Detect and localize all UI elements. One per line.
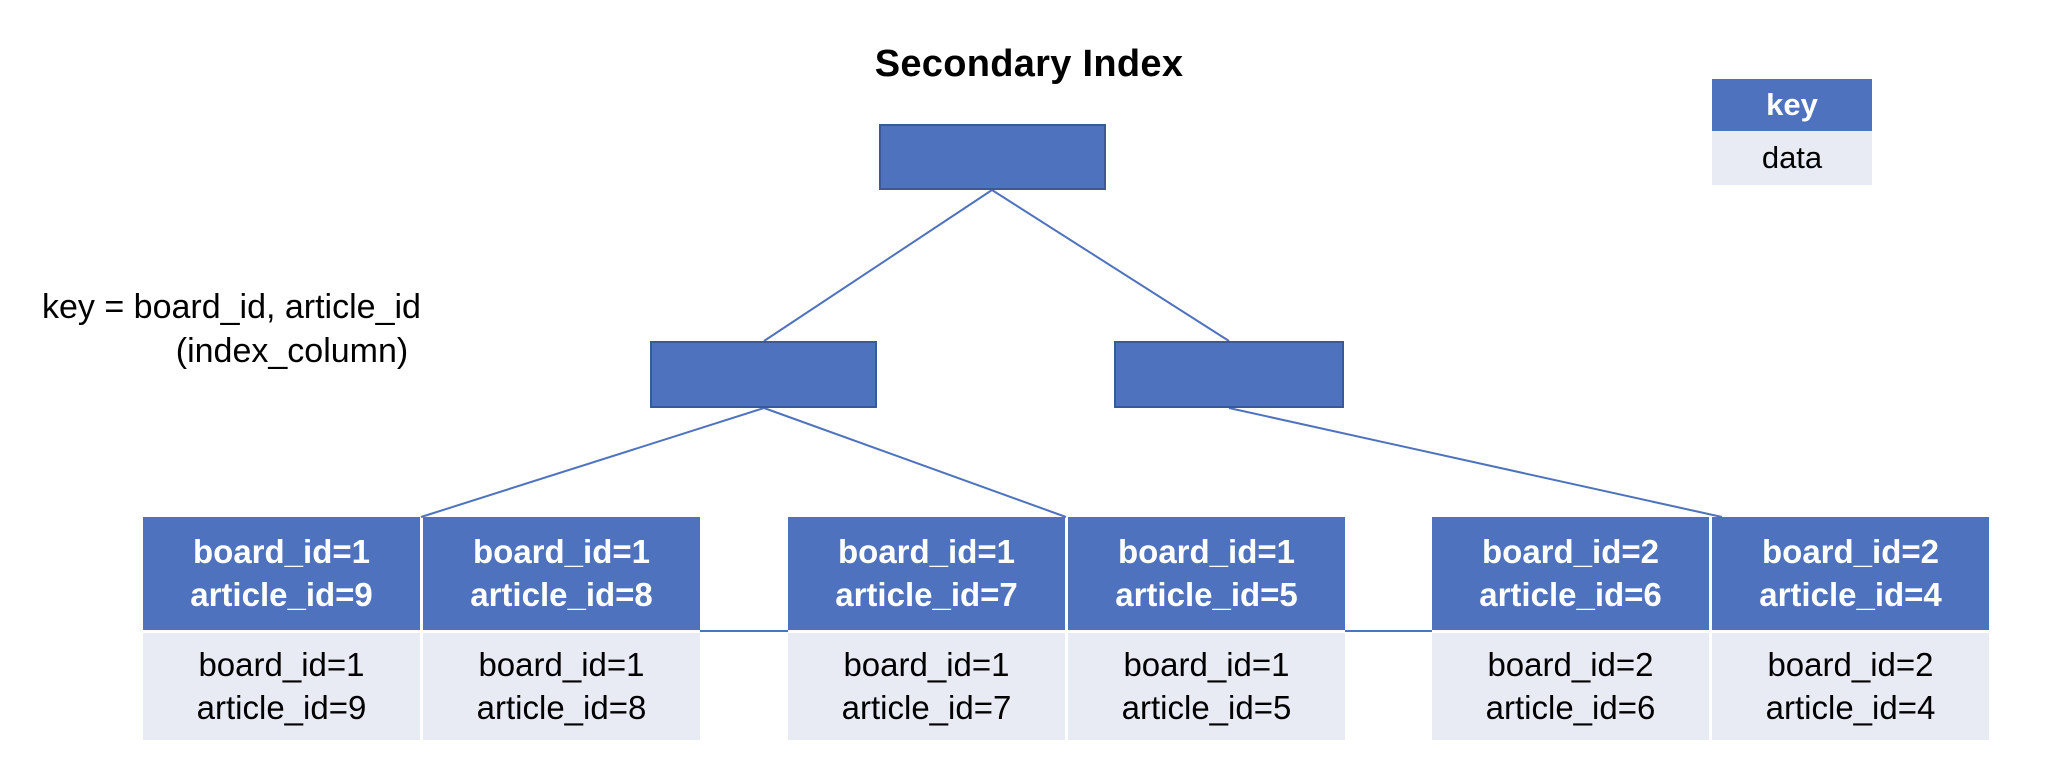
leaf-key-line-2: article_id=7 <box>835 575 1018 613</box>
leaf-key-line-2: article_id=9 <box>190 575 373 613</box>
legend-swatch-data: data <box>1712 131 1872 185</box>
leaf-key-block: board_id=2 article_id=4 <box>1712 517 1989 630</box>
leaf-data-block: board_id=2 article_id=6 <box>1432 633 1709 740</box>
legend-swatch-key: key <box>1712 79 1872 131</box>
leaf-data-line-2: article_id=4 <box>1765 688 1936 726</box>
leaf-key-line-1: board_id=2 <box>1482 532 1659 570</box>
leaf-data-block: board_id=1 article_id=7 <box>788 633 1065 740</box>
leaf-data-line-2: article_id=9 <box>196 688 367 726</box>
leaf-key-block: board_id=1 article_id=5 <box>1068 517 1345 630</box>
leaf-group-2: board_id=1 article_id=7 board_id=1 artic… <box>788 517 1345 740</box>
leaf-data-block: board_id=1 article_id=5 <box>1068 633 1345 740</box>
leaf-data-line-1: board_id=1 <box>843 645 1010 683</box>
leaf-cell[interactable]: board_id=1 article_id=8 board_id=1 artic… <box>423 517 700 740</box>
leaf-key-line-2: article_id=4 <box>1759 575 1942 613</box>
leaf-data-line-2: article_id=6 <box>1485 688 1656 726</box>
page-title: Secondary Index <box>0 43 2058 86</box>
edge-mid1-to-leaf-b <box>763 407 1067 518</box>
leaf-data-block: board_id=1 article_id=9 <box>143 633 420 740</box>
leaf-key-line-1: board_id=1 <box>473 532 650 570</box>
leaf-key-line-2: article_id=5 <box>1115 575 1298 613</box>
leaf-key-line-2: article_id=6 <box>1479 575 1662 613</box>
edge-mid1-to-leaf-a <box>420 407 765 518</box>
leaf-data-line-1: board_id=1 <box>478 645 645 683</box>
leaf-key-line-1: board_id=2 <box>1762 532 1939 570</box>
leaf-key-line-1: board_id=1 <box>193 532 370 570</box>
leaf-cell[interactable]: board_id=1 article_id=9 board_id=1 artic… <box>143 517 420 740</box>
leaf-data-line-1: board_id=1 <box>198 645 365 683</box>
leaf-data-line-2: article_id=7 <box>841 688 1012 726</box>
leaf-cell[interactable]: board_id=1 article_id=5 board_id=1 artic… <box>1068 517 1345 740</box>
leaf-data-line-2: article_id=8 <box>476 688 647 726</box>
leaf-key-line-2: article_id=8 <box>470 575 653 613</box>
key-definition-caption: key = board_id, article_id (index_column… <box>42 286 542 373</box>
caption-line-2: (index_column) <box>175 331 409 370</box>
legend: key data <box>1712 79 1872 185</box>
page-title-text: Secondary Index <box>874 43 1184 85</box>
leaf-key-block: board_id=1 article_id=7 <box>788 517 1065 630</box>
index-node-root[interactable] <box>879 124 1106 190</box>
legend-key-label: key <box>1766 87 1818 122</box>
leaf-data-line-2: article_id=5 <box>1121 688 1292 726</box>
edge-mid2-to-leaf-c <box>1228 407 1723 518</box>
index-node-mid-left[interactable] <box>650 341 877 408</box>
leaf-key-line-1: board_id=1 <box>838 532 1015 570</box>
leaf-key-block: board_id=2 article_id=6 <box>1432 517 1709 630</box>
leaf-data-line-1: board_id=2 <box>1487 645 1654 683</box>
leaf-group-3: board_id=2 article_id=6 board_id=2 artic… <box>1432 517 1989 740</box>
index-node-mid-right[interactable] <box>1114 341 1344 408</box>
leaf-cell[interactable]: board_id=1 article_id=7 board_id=1 artic… <box>788 517 1065 740</box>
legend-data-label: data <box>1761 140 1823 175</box>
leaf-cell[interactable]: board_id=2 article_id=6 board_id=2 artic… <box>1432 517 1709 740</box>
leaf-data-block: board_id=1 article_id=8 <box>423 633 700 740</box>
caption-line-1: key = board_id, article_id <box>42 288 421 326</box>
leaf-key-line-1: board_id=1 <box>1118 532 1295 570</box>
leaf-key-block: board_id=1 article_id=8 <box>423 517 700 630</box>
leaf-cell[interactable]: board_id=2 article_id=4 board_id=2 artic… <box>1712 517 1989 740</box>
edge-root-to-mid-1 <box>763 189 993 342</box>
leaf-data-line-1: board_id=2 <box>1767 645 1934 683</box>
edge-root-to-mid-2 <box>991 189 1230 342</box>
leaf-group-1: board_id=1 article_id=9 board_id=1 artic… <box>143 517 700 740</box>
leaf-data-block: board_id=2 article_id=4 <box>1712 633 1989 740</box>
leaf-key-block: board_id=1 article_id=9 <box>143 517 420 630</box>
leaf-data-line-1: board_id=1 <box>1123 645 1290 683</box>
